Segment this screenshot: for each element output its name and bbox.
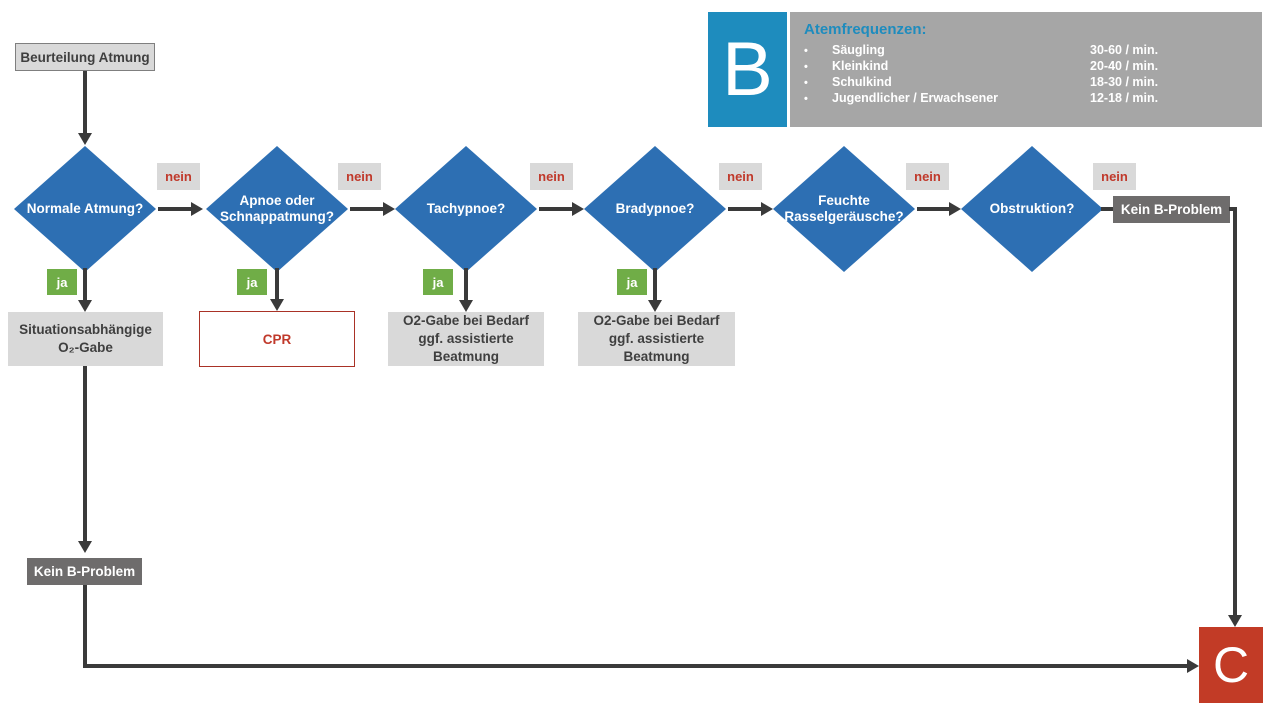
connector-d3-d4 [539, 207, 572, 211]
rate-value: 18-30 / min. [1090, 75, 1159, 89]
arrowhead-into-c-left [1187, 659, 1199, 673]
b-section-tile: B [708, 12, 787, 127]
no-label-6: nein [1093, 163, 1136, 190]
yes-label-3: ja [423, 269, 453, 295]
rate-value: 12-18 / min. [1090, 91, 1159, 105]
connector-d1-d2 [158, 207, 191, 211]
rate-label: Kleinkind [832, 59, 889, 73]
bullet-icon [804, 77, 832, 89]
decision-tachypnoe: Tachypnoe? [395, 146, 537, 272]
no-b-problem-top: Kein B-Problem [1113, 196, 1230, 223]
connector-d3-action [464, 268, 468, 300]
yes-label-4: ja [617, 269, 647, 295]
start-node: Beurteilung Atmung [15, 43, 155, 71]
decision-apnoe-schnappatmung: Apnoe oder Schnappatmung? [206, 146, 348, 272]
decision-label: Tachypnoe? [426, 200, 506, 216]
arrowhead-d2-action [270, 299, 284, 311]
rate-row: Schulkind 18-30 / min. [804, 75, 1262, 91]
decision-label: Normale Atmung? [26, 200, 144, 216]
action-situational-o2: Situationsabhängige O₂-Gabe [8, 312, 163, 366]
decision-label: Obstruktion? [989, 200, 1075, 216]
action-cpr: CPR [199, 311, 355, 367]
decision-bradypnoe: Bradypnoe? [584, 146, 726, 272]
arrowhead-d4-d5 [761, 202, 773, 216]
connector-start-down [83, 71, 87, 133]
rate-row: Kleinkind 20-40 / min. [804, 59, 1262, 75]
action-o2-assisted-1: O2-Gabe bei Bedarf ggf. assistierte Beat… [388, 312, 544, 366]
no-label-2: nein [338, 163, 381, 190]
breathing-rates-panel: Atemfrequenzen: Säugling 30-60 / min. Kl… [790, 12, 1262, 127]
connector-bottom-down [83, 585, 87, 668]
arrowhead-start-down [78, 133, 92, 145]
rate-value: 20-40 / min. [1090, 59, 1159, 73]
bullet-icon [804, 61, 832, 73]
no-label-1: nein [157, 163, 200, 190]
connector-d2-d3 [350, 207, 383, 211]
bullet-icon [804, 45, 832, 57]
arrowhead-d3-d4 [572, 202, 584, 216]
connector-d1-action [83, 268, 87, 300]
arrowhead-d5-d6 [949, 202, 961, 216]
no-b-problem-bottom: Kein B-Problem [27, 558, 142, 585]
no-label-4: nein [719, 163, 762, 190]
decision-feuchte-rasselgeraeusche: Feuchte Rasselgeräusche? [773, 146, 915, 272]
connector-bottom-right [83, 664, 1187, 668]
connector-d6-noproblem [1101, 207, 1115, 211]
c-section-tile: C [1199, 627, 1263, 703]
connector-d4-d5 [728, 207, 761, 211]
decision-label: Feuchte Rasselgeräusche? [784, 192, 904, 224]
panel-title: Atemfrequenzen: [804, 21, 927, 38]
arrowhead-d1-action [78, 300, 92, 312]
connector-action-down [83, 366, 87, 541]
connector-d2-action [275, 268, 279, 299]
yes-label-1: ja [47, 269, 77, 295]
action-o2-assisted-2: O2-Gabe bei Bedarf ggf. assistierte Beat… [578, 312, 735, 366]
rate-row: Jugendlicher / Erwachsener 12-18 / min. [804, 91, 1262, 107]
no-label-3: nein [530, 163, 573, 190]
rate-label: Jugendlicher / Erwachsener [832, 91, 999, 105]
decision-label: Apnoe oder Schnappatmung? [220, 192, 334, 224]
rate-label: Schulkind [832, 75, 892, 89]
arrowhead-action-down [78, 541, 92, 553]
rate-row: Säugling 30-60 / min. [804, 43, 1262, 59]
decision-normale-atmung: Normale Atmung? [14, 146, 156, 272]
connector-right-down [1233, 207, 1237, 615]
no-label-5: nein [906, 163, 949, 190]
connector-d4-action [653, 268, 657, 300]
yes-label-2: ja [237, 269, 267, 295]
arrowhead-d3-action [459, 300, 473, 312]
bullet-icon [804, 93, 832, 105]
decision-obstruktion: Obstruktion? [961, 146, 1103, 272]
rate-label: Säugling [832, 43, 885, 57]
arrowhead-d4-action [648, 300, 662, 312]
arrowhead-d2-d3 [383, 202, 395, 216]
decision-label: Bradypnoe? [615, 200, 695, 216]
connector-d5-d6 [917, 207, 949, 211]
arrowhead-into-c-top [1228, 615, 1242, 627]
arrowhead-d1-d2 [191, 202, 203, 216]
rate-value: 30-60 / min. [1090, 43, 1159, 57]
